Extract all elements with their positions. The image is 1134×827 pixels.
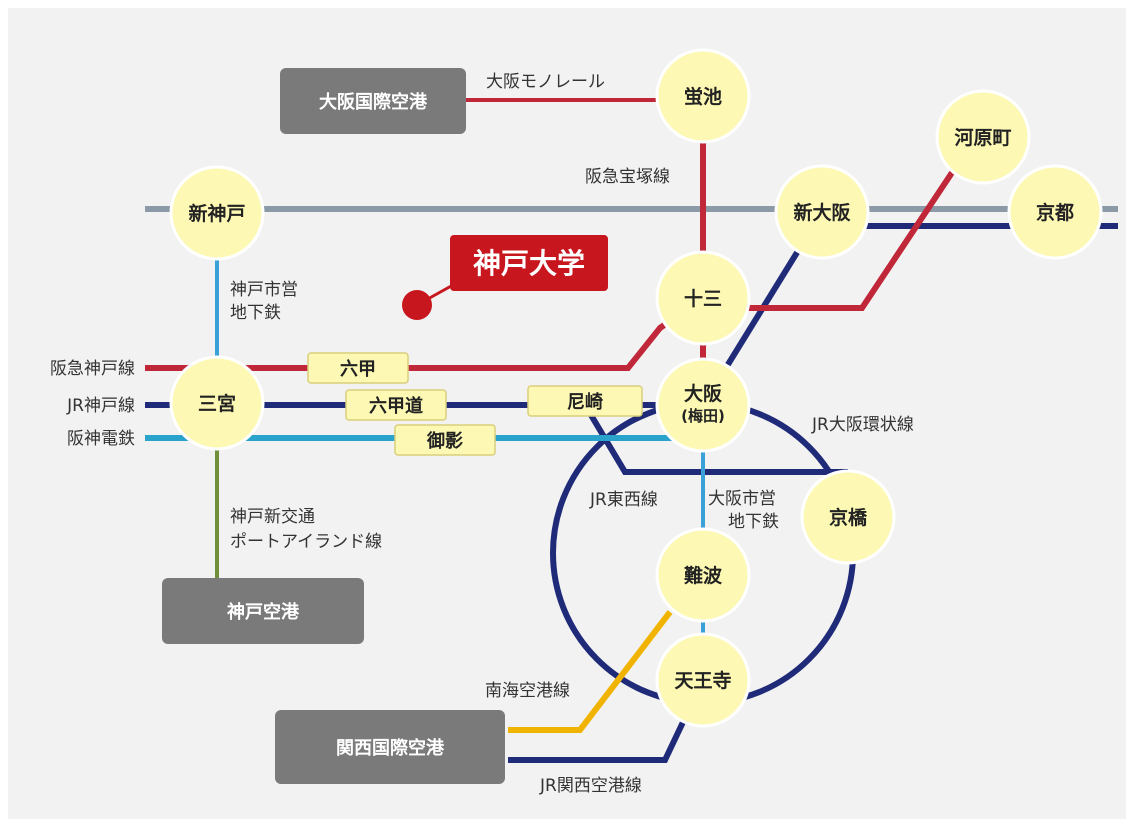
airport-itami-label: 大阪国際空港 xyxy=(319,91,428,113)
station-kawaramachi-label: 河原町 xyxy=(954,127,1011,149)
stop-rokkomichi: 六甲道 xyxy=(345,389,447,421)
label-osaka-subway-1: 大阪市営 xyxy=(708,489,776,509)
station-kyobashi-label: 京橋 xyxy=(829,506,868,529)
station-juso-label: 十三 xyxy=(684,287,722,310)
label-kobe-subway-1: 神戸市営 xyxy=(230,280,298,300)
label-hanshin: 阪神電鉄 xyxy=(67,429,135,449)
label-monorail: 大阪モノレール xyxy=(486,72,605,92)
label-nankai: 南海空港線 xyxy=(485,681,570,701)
station-sannomiya: 三宮 xyxy=(169,355,265,451)
label-kobe-subway-2: 地下鉄 xyxy=(230,303,281,323)
airport-kobe: 神戸空港 xyxy=(162,578,364,644)
station-shinkobe: 新神戸 xyxy=(169,165,265,261)
airport-kansai-label: 関西国際空港 xyxy=(336,737,445,759)
station-namba-label: 難波 xyxy=(684,564,723,587)
station-kawaramachi: 河原町 xyxy=(935,89,1031,185)
station-osaka-label: 大阪 xyxy=(684,382,723,405)
label-jr-kansai: JR関西空港線 xyxy=(539,776,642,796)
station-sannomiya-label: 三宮 xyxy=(198,392,236,415)
stop-rokkomichi-label: 六甲道 xyxy=(369,395,423,417)
label-port-liner-2: ポートアイランド線 xyxy=(230,532,382,552)
stop-amagasaki-label: 尼崎 xyxy=(567,391,603,413)
label-port-liner-1: 神戸新交通 xyxy=(230,507,315,527)
nankai-airport-line xyxy=(508,610,673,733)
station-tennoji: 天王寺 xyxy=(655,632,751,728)
station-osaka: 大阪 (梅田) xyxy=(655,357,751,453)
label-jr-tozai: JR東西線 xyxy=(589,490,658,510)
route-map-canvas: 大阪国際空港 神戸空港 関西国際空港 六甲 六甲道 尼崎 御影 蛍池 河原町 新… xyxy=(50,48,1118,796)
label-jr-kobe: JR神戸線 xyxy=(66,396,135,416)
station-tennoji-label: 天王寺 xyxy=(674,670,731,692)
kobe-university-marker: 神戸大学 xyxy=(402,235,608,320)
station-kyoto: 京都 xyxy=(1007,164,1103,260)
station-juso: 十三 xyxy=(655,250,751,346)
station-kyobashi: 京橋 xyxy=(800,469,896,565)
airport-kansai: 関西国際空港 xyxy=(275,710,505,784)
label-osaka-subway-2: 地下鉄 xyxy=(728,512,779,532)
station-hotarugaike-label: 蛍池 xyxy=(684,85,722,108)
station-shinosaka: 新大阪 xyxy=(774,164,870,260)
stop-rokko: 六甲 xyxy=(307,352,409,384)
label-hankyu-kobe: 阪急神戸線 xyxy=(50,359,135,379)
route-map: 大阪国際空港 神戸空港 関西国際空港 六甲 六甲道 尼崎 御影 蛍池 河原町 新… xyxy=(8,8,1126,819)
university-label: 神戸大学 xyxy=(473,247,585,280)
university-pin xyxy=(402,290,432,320)
station-hotarugaike: 蛍池 xyxy=(655,48,751,144)
station-umeda-label: (梅田) xyxy=(681,407,725,425)
hankyu-kyoto-line xyxy=(703,136,978,311)
stop-rokko-label: 六甲 xyxy=(340,358,376,380)
label-takarazuka: 阪急宝塚線 xyxy=(585,167,670,187)
stop-amagasaki: 尼崎 xyxy=(527,385,643,417)
station-shinosaka-label: 新大阪 xyxy=(793,201,851,224)
label-jr-loop: JR大阪環状線 xyxy=(811,415,914,435)
station-shinkobe-label: 新神戸 xyxy=(188,202,245,225)
station-namba: 難波 xyxy=(655,527,751,623)
station-kyoto-label: 京都 xyxy=(1036,201,1074,224)
airport-itami: 大阪国際空港 xyxy=(280,68,466,134)
stop-mikage-label: 御影 xyxy=(426,430,463,452)
stop-mikage: 御影 xyxy=(394,424,496,456)
airport-kobe-label: 神戸空港 xyxy=(227,601,300,623)
jr-tozai-line xyxy=(582,403,848,475)
